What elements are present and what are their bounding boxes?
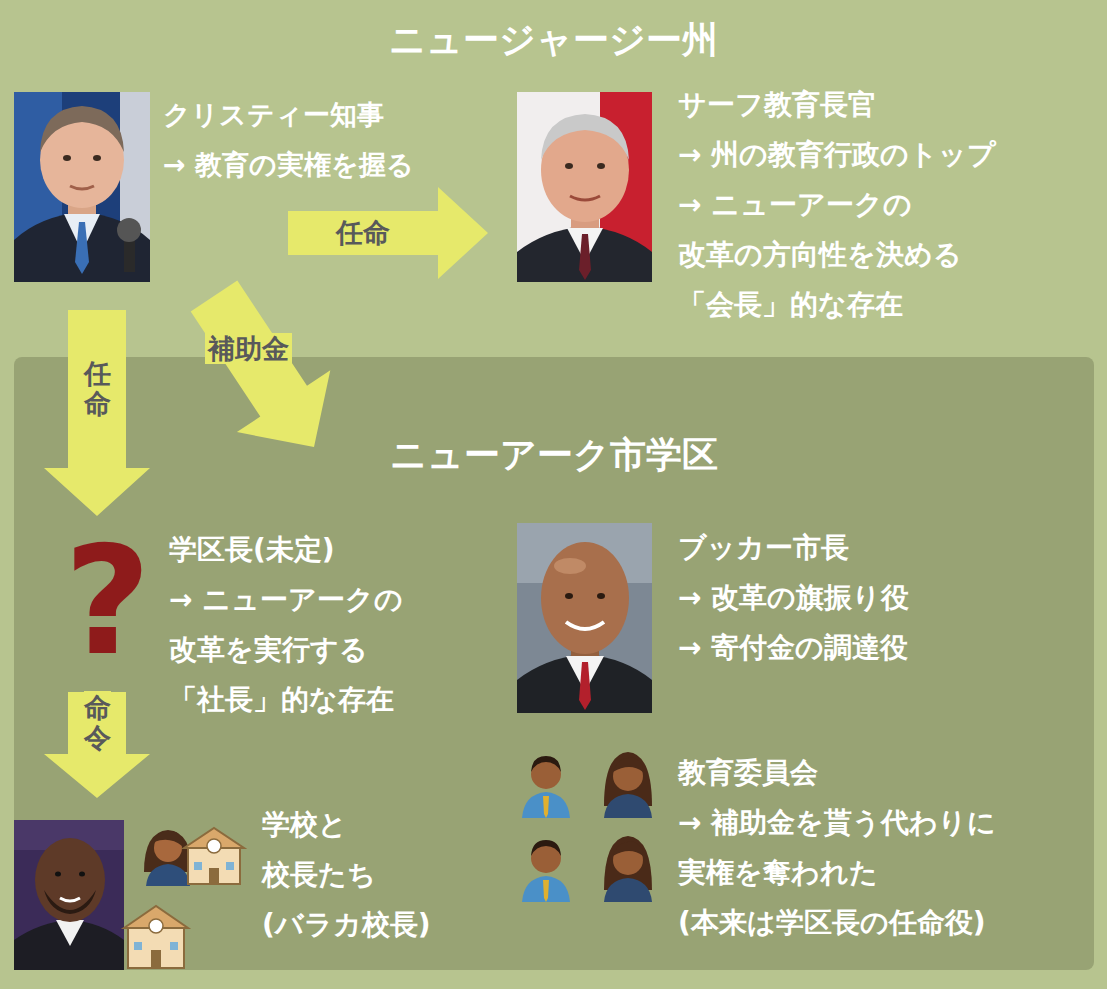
arrow-label: 任命 bbox=[333, 217, 393, 248]
board-member-icon-part bbox=[543, 880, 549, 902]
mayor-photo-part bbox=[541, 542, 629, 654]
principal-photo-part bbox=[14, 820, 124, 970]
school-icon-part bbox=[209, 868, 219, 884]
board-member-icon-part bbox=[613, 758, 643, 772]
heading-text: サーフ教育長官 bbox=[678, 80, 876, 130]
school-icon-part bbox=[134, 942, 142, 950]
heading-text: 教育委員会 bbox=[678, 748, 818, 798]
governor-photo-part bbox=[14, 92, 150, 282]
board-member-icon bbox=[522, 756, 570, 818]
body-text: → 州の教育行政のトップ bbox=[678, 130, 996, 180]
principal-photo-part bbox=[44, 890, 96, 914]
body-text: → 寄付金の調達役 bbox=[678, 623, 908, 673]
commissioner-photo-part bbox=[517, 226, 652, 282]
body-text: → 改革の旗振り役 bbox=[678, 573, 909, 623]
mayor-photo-part bbox=[579, 662, 591, 710]
governor-photo-part bbox=[63, 155, 71, 161]
heading-text: ブッカー市長 bbox=[678, 523, 849, 573]
commissioner-photo-part bbox=[517, 92, 652, 282]
mayor-photo-part bbox=[597, 593, 605, 599]
commissioner-photo-part bbox=[541, 114, 629, 160]
commissioner-photo-part bbox=[579, 234, 591, 280]
principal-photo-part bbox=[35, 838, 105, 922]
school-icon-part bbox=[149, 919, 163, 933]
school-icon bbox=[184, 828, 244, 884]
principal-photo-part bbox=[60, 898, 80, 901]
heading-text: 学校と 校長たち (バラカ校長) bbox=[262, 800, 452, 950]
teacher-icon bbox=[144, 830, 192, 886]
heading-text: ? bbox=[64, 526, 151, 676]
mayor-photo-part bbox=[565, 593, 573, 599]
commissioner-photo-part bbox=[570, 196, 600, 200]
principal-photo bbox=[14, 820, 124, 970]
school-icon-part bbox=[207, 839, 221, 853]
school-icon bbox=[124, 906, 188, 968]
school-icon-part bbox=[170, 942, 178, 950]
governor-photo bbox=[14, 92, 150, 282]
heading-text: クリスティー知事 bbox=[163, 90, 384, 140]
board-member-icon bbox=[522, 840, 570, 902]
board-member-icon-part bbox=[604, 878, 652, 902]
mayor-photo-part bbox=[554, 558, 586, 574]
governor-photo-part bbox=[75, 222, 89, 274]
arrow-label: 任命 bbox=[84, 357, 111, 420]
board-member-icon-part bbox=[543, 796, 549, 818]
fat-arrow bbox=[191, 281, 331, 448]
board-member-icon bbox=[604, 836, 652, 902]
governor-photo-part bbox=[117, 218, 141, 242]
governor-photo-part bbox=[40, 106, 124, 152]
school-icon-part bbox=[194, 862, 202, 870]
governor-photo-part bbox=[70, 186, 94, 189]
mayor-photo-part bbox=[517, 654, 652, 713]
body-text: → 教育の実権を握る bbox=[163, 140, 414, 190]
teacher-icon-part bbox=[154, 831, 182, 846]
school-icon-part bbox=[151, 950, 161, 968]
board-member-icon-part bbox=[531, 756, 561, 772]
body-text: → ニューアークの 改革を実行する 「社長」的な存在 bbox=[169, 575, 469, 725]
commissioner-photo bbox=[517, 92, 652, 282]
heading-text: ニュージャージー州 bbox=[0, 15, 1107, 65]
mayor-photo-part bbox=[517, 523, 652, 713]
governor-photo-part bbox=[14, 212, 150, 282]
governor-photo-part bbox=[93, 155, 101, 161]
board-member-icon-part bbox=[604, 794, 652, 818]
commissioner-photo-part bbox=[565, 163, 573, 169]
board-member-icon-part bbox=[531, 840, 561, 856]
fat-arrow bbox=[44, 692, 150, 798]
fat-arrow bbox=[288, 187, 488, 279]
arrow-label: 命令 bbox=[84, 691, 111, 754]
school-icon-part bbox=[226, 862, 234, 870]
heading-text: ニューアーク市学区 bbox=[14, 430, 1094, 480]
board-member-icon-part bbox=[522, 876, 570, 902]
principal-photo-part bbox=[14, 920, 124, 970]
body-text: → ニューアークの 改革の方向性を決める 「会長」的な存在 bbox=[678, 180, 1038, 330]
board-member-icon-part bbox=[613, 842, 643, 856]
board-card: 教育委員会→ 補助金を貰う代わりに 実権を奪われた (本来は学区長の任命役) bbox=[517, 748, 1087, 953]
body-text: → 補助金を貰う代わりに 実権を奪われた (本来は学区長の任命役) bbox=[678, 798, 1058, 948]
mayor-photo bbox=[517, 523, 652, 713]
board-member-icon bbox=[604, 752, 652, 818]
fat-arrow bbox=[44, 310, 150, 516]
teacher-icon-part bbox=[146, 864, 190, 886]
mayor-photo-part bbox=[566, 622, 604, 629]
principal-photo-part bbox=[55, 872, 61, 877]
commissioner-photo-part bbox=[597, 163, 605, 169]
principal-photo-part bbox=[56, 920, 84, 946]
arrow-label: 補助金 bbox=[205, 333, 292, 364]
principal-photo-part bbox=[79, 872, 85, 877]
body-text: 学区長(未定) bbox=[169, 525, 335, 575]
board-member-icon-part bbox=[522, 792, 570, 818]
